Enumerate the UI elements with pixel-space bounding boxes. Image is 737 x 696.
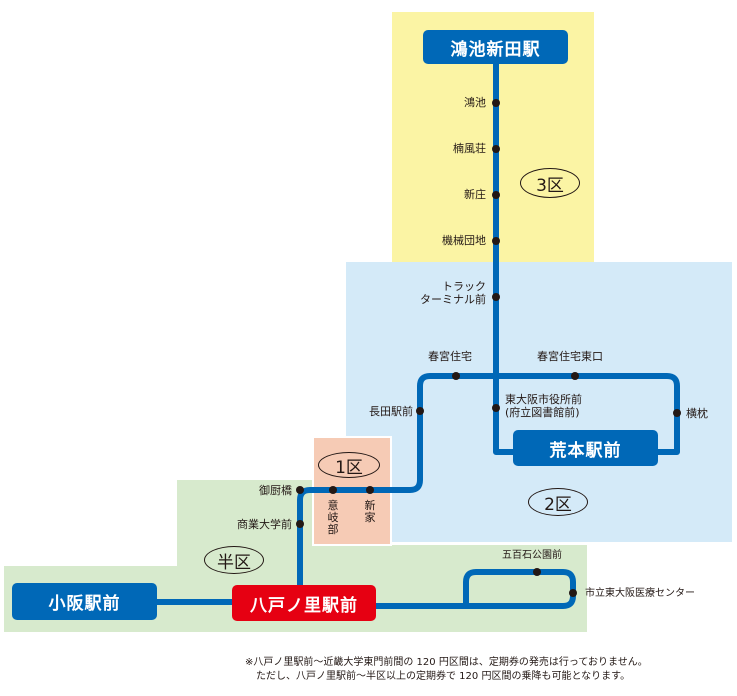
station-dot — [296, 486, 304, 494]
station-dot — [492, 145, 500, 153]
line-iryo-loop — [370, 569, 576, 609]
station-dot — [492, 99, 500, 107]
station-truck-terminal: トラックターミナル前 — [420, 280, 486, 306]
station-kikai-danchi: 機械団地 — [442, 234, 486, 247]
station-dot — [571, 372, 579, 380]
station-shogyo: 商業大学前 — [237, 518, 292, 531]
station-shiyakusho-line1: 東大阪市役所前 — [505, 393, 582, 406]
terminal-kosaka[interactable]: 小阪駅前 — [12, 583, 157, 620]
zone-3-label: 3区 — [520, 168, 580, 198]
station-dot — [569, 589, 577, 597]
zone-half-label: 半区 — [204, 546, 264, 574]
zone-1-label: 1区 — [318, 452, 380, 478]
station-shinjo: 新庄 — [464, 188, 486, 201]
station-dot — [492, 191, 500, 199]
station-harumiya-east: 春宮住宅東口 — [537, 350, 603, 363]
station-shiyakusho-line2: (府立図書館前) — [505, 406, 580, 419]
station-iryo-center: 市立東大阪医療センター — [585, 588, 695, 599]
station-dot — [492, 404, 500, 412]
station-truck-line2: ターミナル前 — [420, 293, 486, 306]
station-dot — [492, 237, 500, 245]
station-dot — [452, 372, 460, 380]
terminal-konoike-shinden[interactable]: 鴻池新田駅 — [423, 30, 568, 64]
station-shinke: 新家 — [364, 499, 376, 524]
station-dot — [673, 409, 681, 417]
station-nagata: 長田駅前 — [369, 405, 413, 418]
station-harumiya: 春宮住宅 — [428, 350, 472, 363]
line-konoike-aramoto — [493, 45, 520, 455]
footnote-2: ただし、八戸ノ里駅前～半区以上の定期券で 120 円区間の乗降も可能となります。 — [256, 671, 631, 682]
zone-2-label: 2区 — [528, 488, 588, 516]
terminal-aramoto[interactable]: 荒本駅前 — [513, 430, 658, 466]
station-dot — [329, 486, 337, 494]
station-truck-line1: トラック — [442, 280, 486, 293]
line-loop — [297, 373, 680, 590]
station-shiyakusho: 東大阪市役所前(府立図書館前) — [505, 393, 582, 419]
station-okibe: 意岐部 — [327, 499, 339, 536]
station-dot — [416, 407, 424, 415]
station-dot — [296, 520, 304, 528]
terminal-yaenosato[interactable]: 八戸ノ里駅前 — [232, 585, 376, 621]
station-nanpuso: 楠風荘 — [453, 142, 486, 155]
station-dot — [533, 568, 541, 576]
footnote-1: ※八戸ノ里駅前～近畿大学東門前間の 120 円区間は、定期券の発売は行っておりま… — [245, 657, 648, 668]
station-dot — [492, 293, 500, 301]
station-gohyakukoku: 五百石公園前 — [502, 550, 562, 561]
station-mikuriya: 御厨橋 — [259, 484, 292, 497]
station-konoike: 鴻池 — [464, 96, 486, 109]
station-dot — [366, 486, 374, 494]
station-yokomakura: 横枕 — [686, 407, 708, 420]
